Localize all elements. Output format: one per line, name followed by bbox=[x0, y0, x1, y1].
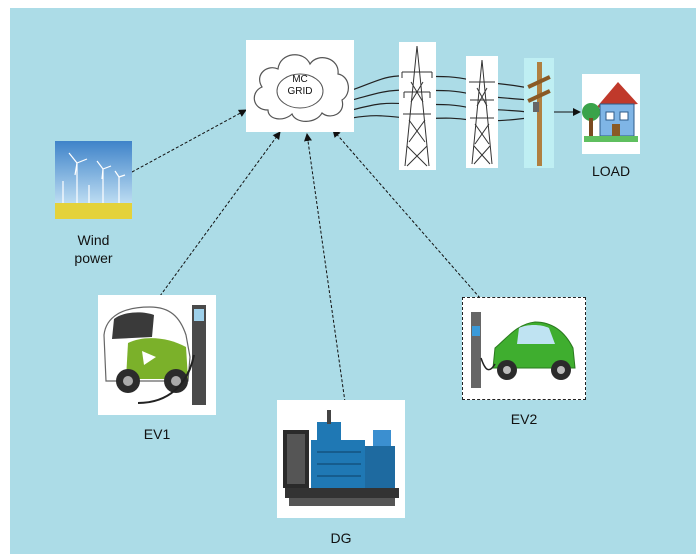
utility-pole bbox=[524, 58, 554, 168]
ev2-label: EV2 bbox=[510, 411, 538, 427]
ev1-to-grid-arrow bbox=[159, 131, 281, 297]
transmission-tower-1 bbox=[399, 42, 436, 170]
cloud-label-line1: MC bbox=[292, 74, 308, 85]
ev2-node bbox=[462, 297, 586, 400]
green-car-charging-icon bbox=[471, 312, 576, 388]
transmission-tower-2 bbox=[466, 56, 498, 168]
wind-turbines-icon bbox=[55, 141, 132, 219]
transmission-tower-icon bbox=[469, 59, 495, 165]
load-label: LOAD bbox=[591, 163, 631, 179]
wind-label-line2: power bbox=[74, 250, 113, 266]
ev1-label: EV1 bbox=[143, 426, 171, 442]
dg-to-grid-arrow bbox=[304, 133, 346, 403]
wind-power-node bbox=[55, 141, 132, 219]
utility-pole-icon bbox=[524, 58, 554, 168]
dg-label: DG bbox=[330, 530, 352, 546]
cloud-label-line2: GRID bbox=[287, 86, 313, 97]
ev1-node bbox=[98, 295, 216, 415]
dg-node bbox=[277, 400, 405, 518]
wind-label-line1: Wind bbox=[77, 232, 110, 248]
transmission-line bbox=[351, 115, 529, 122]
transmission-line bbox=[351, 89, 529, 101]
transmission-tower-icon bbox=[401, 45, 433, 167]
ev2-to-grid-arrow bbox=[332, 129, 481, 299]
transmission-line bbox=[351, 75, 529, 91]
wind-to-grid-arrow bbox=[131, 109, 247, 173]
load-node bbox=[582, 74, 640, 154]
transmission-line bbox=[351, 102, 529, 113]
mc-grid-node: MC GRID bbox=[246, 40, 354, 132]
cloud-icon bbox=[253, 54, 349, 122]
electric-car-charging-icon bbox=[103, 305, 206, 405]
house-icon bbox=[582, 82, 638, 142]
diesel-generator-icon bbox=[283, 410, 399, 506]
